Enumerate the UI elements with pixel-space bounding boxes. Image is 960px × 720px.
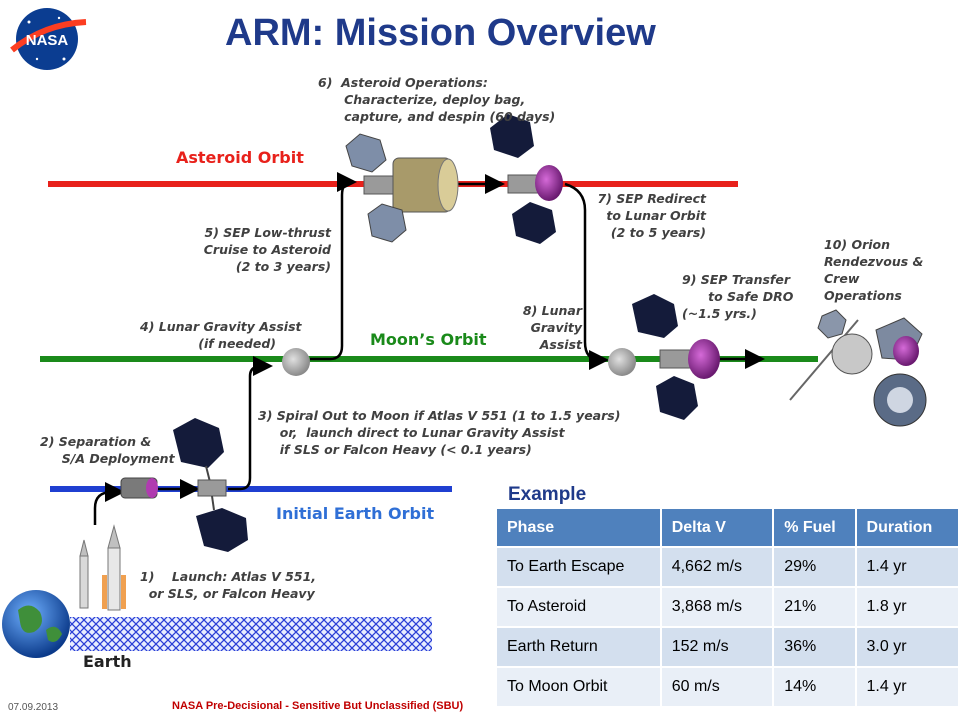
step-6-label: 6) Asteroid Operations: Characterize, de… [318, 75, 556, 124]
step-10-label: 10) Orion Rendezvous & Crew Operations [824, 237, 924, 303]
step-4-label: 4) Lunar Gravity Assist (if needed) [140, 319, 302, 351]
trajectory-cruise [310, 172, 357, 361]
cell-duration: 3.0 yr [855, 626, 960, 667]
table-row: To Asteroid 3,868 m/s 21% 1.8 yr [497, 586, 960, 627]
cell-delta-v: 4,662 m/s [660, 546, 775, 587]
header-fuel: % Fuel [773, 509, 857, 547]
example-title: Example [508, 484, 587, 505]
cell-delta-v: 3,868 m/s [660, 586, 775, 627]
delta-v-table: Phase Delta V % Fuel Duration To Earth E… [497, 509, 960, 706]
cell-fuel: 36% [773, 626, 857, 667]
step-5-label: 5) SEP Low-thrust Cruise to Asteroid (2 … [203, 225, 331, 274]
step-3-label: 3) Spiral Out to Moon if Atlas V 551 (1 … [258, 408, 621, 457]
cell-duration: 1.4 yr [855, 546, 960, 587]
ground-hatch [70, 617, 432, 651]
asteroid-orbit-label: Asteroid Orbit [176, 148, 304, 167]
cell-duration: 1.4 yr [855, 666, 960, 706]
table-row: To Moon Orbit 60 m/s 14% 1.4 yr [497, 666, 960, 706]
spacecraft-separation-stage [120, 477, 158, 499]
moon-icon-2 [608, 348, 636, 376]
cell-fuel: 14% [773, 666, 857, 706]
spacecraft-capture [490, 114, 563, 244]
moon-orbit-label: Moon’s Orbit [370, 330, 487, 349]
step-8-label: 8) Lunar Gravity Assist [522, 303, 582, 352]
trajectory-redirect [564, 182, 609, 370]
rocket-icon-2 [102, 524, 126, 611]
earth-label: Earth [83, 652, 132, 671]
table-row: To Earth Escape 4,662 m/s 29% 1.4 yr [497, 546, 960, 587]
table-row: Earth Return 152 m/s 36% 3.0 yr [497, 626, 960, 667]
page-title: ARM: Mission Overview [225, 12, 656, 54]
header-duration: Duration [855, 509, 960, 547]
cell-duration: 1.8 yr [855, 586, 960, 627]
table-header-row: Phase Delta V % Fuel Duration [497, 509, 960, 547]
rocket-icon-1 [79, 539, 89, 609]
cell-phase: To Asteroid [497, 586, 662, 627]
cell-phase: Earth Return [497, 626, 662, 667]
cell-fuel: 21% [773, 586, 857, 627]
header-phase: Phase [497, 509, 662, 547]
moon-icon-1 [282, 348, 310, 376]
trajectory-launch [93, 482, 125, 525]
orion-rendezvous-icon [789, 309, 927, 427]
step-9-label: 9) SEP Transfer to Safe DRO (~1.5 yrs.) [682, 272, 794, 321]
cell-fuel: 29% [773, 546, 857, 587]
header-delta-v: Delta V [660, 509, 775, 547]
spacecraft-approach [345, 133, 459, 243]
trajectory-spiral [228, 356, 273, 491]
step-1-label: 1) Launch: Atlas V 551, or SLS, or Falco… [140, 569, 317, 601]
step-2-label: 2) Separation & S/A Deployment [40, 434, 175, 466]
cell-phase: To Moon Orbit [497, 666, 662, 706]
step-7-label: 7) SEP Redirect to Lunar Orbit (2 to 5 y… [597, 191, 706, 240]
earth-orbit-label: Initial Earth Orbit [276, 504, 435, 523]
spacecraft-sep-1 [173, 418, 248, 552]
cell-delta-v: 60 m/s [660, 666, 775, 706]
nasa-logo-text: NASA [26, 32, 69, 49]
spacecraft-redirect [632, 294, 720, 420]
footer-note: NASA Pre-Decisional - Sensitive But Uncl… [172, 700, 464, 712]
footer-date: 07.09.2013 [8, 702, 59, 713]
cell-phase: To Earth Escape [497, 546, 662, 587]
cell-delta-v: 152 m/s [660, 626, 775, 667]
nasa-logo: NASA [10, 8, 87, 70]
